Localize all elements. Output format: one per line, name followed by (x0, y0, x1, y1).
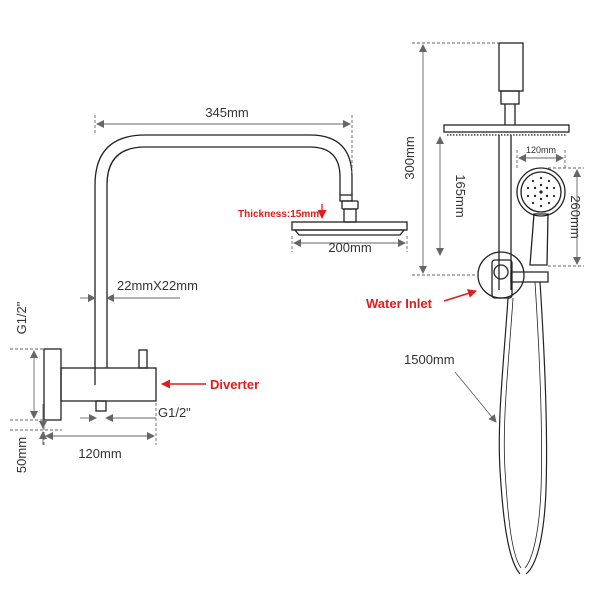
right-dimension-lines (412, 42, 584, 423)
handset-holder (510, 271, 549, 283)
diverter-label: Diverter (210, 377, 259, 392)
fixed-head-face (293, 229, 406, 236)
wall-flange-circle (477, 251, 525, 299)
arm-width-label: 345mm (205, 105, 248, 120)
diverter-knob (138, 349, 148, 369)
handset-nozzles (526, 176, 556, 208)
handset-handle (529, 213, 549, 266)
top-square-pipe (498, 42, 524, 92)
pipe-section-label: 22mmX22mm (117, 278, 198, 293)
base-height-label: 50mm (14, 437, 29, 473)
head-stem (343, 208, 357, 223)
hose-length-label: 1500mm (404, 352, 455, 367)
thickness-label: Thickness:15mm (238, 209, 319, 220)
head-width-label: 200mm (328, 240, 371, 255)
water-inlet-arrow (443, 289, 477, 302)
hose (498, 281, 548, 575)
hose-left (498, 297, 521, 575)
rail-height-label: 300mm (402, 136, 417, 179)
hose-length-leader (454, 371, 497, 423)
hose-right (525, 281, 548, 575)
arm-connector (339, 194, 353, 202)
outlet-thread-label: G1/2" (158, 405, 191, 420)
handset-height-label: 260mm (568, 195, 583, 238)
fixed-shower-head (291, 221, 408, 231)
base-width-label: 120mm (78, 446, 121, 461)
top-joint (500, 90, 520, 105)
handset-width-label: 120mm (526, 145, 556, 155)
rail-figure (443, 42, 570, 299)
wall-flange (43, 348, 62, 421)
arm-outer-outline (94, 134, 353, 385)
head-swivel (341, 200, 359, 210)
bottom-outlet (95, 400, 107, 412)
handset-head (516, 167, 566, 217)
left-dimension-lines (10, 115, 408, 445)
shower-arm-figure (43, 134, 408, 421)
holder-height-label: 165mm (453, 174, 468, 217)
arm-inner-outline (106, 146, 341, 368)
water-inlet-label: Water Inlet (366, 296, 433, 311)
rail-diverter (491, 259, 513, 299)
inlet-thread-label: G1/2" (14, 301, 29, 334)
overhead-head (443, 124, 570, 133)
diverter-body (60, 367, 157, 402)
